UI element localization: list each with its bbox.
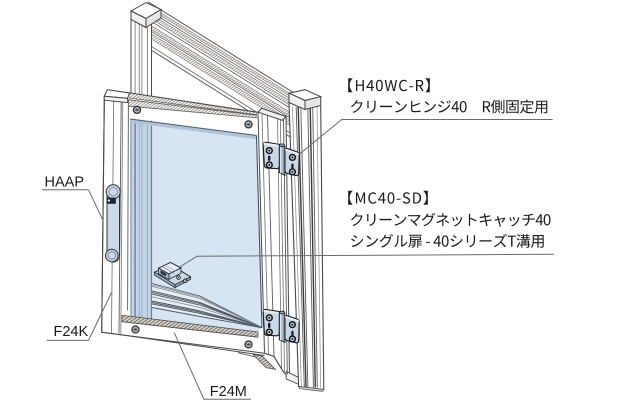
svg-text:F24M: F24M	[210, 384, 247, 400]
svg-text:F24K: F24K	[54, 324, 89, 340]
svg-text:HAAP: HAAP	[45, 174, 85, 190]
